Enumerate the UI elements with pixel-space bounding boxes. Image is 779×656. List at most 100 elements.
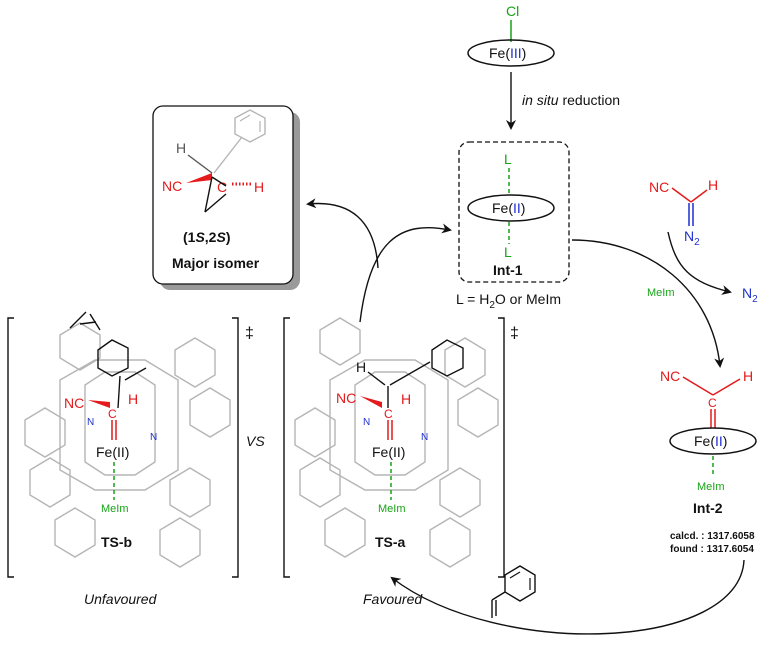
meim-label: MeIm — [647, 287, 675, 299]
phenyl-ring — [97, 339, 129, 377]
n2-release-arrow — [667, 231, 732, 295]
in-situ-text: in situ — [522, 92, 559, 108]
h-bond — [187, 154, 213, 174]
ts-a-note: Favoured — [363, 591, 423, 607]
aryl-ring — [299, 457, 341, 508]
bracket-right — [498, 317, 505, 578]
n-text: N — [742, 285, 752, 301]
bracket-left — [283, 317, 290, 578]
bracket-left — [7, 317, 14, 578]
ts-a-structure: ‡ H NC C H N N Fe(II) MeIm TS-a Favoured — [283, 317, 519, 607]
int-1-title: Int-1 — [493, 262, 523, 278]
fe-text: Fe( — [694, 433, 715, 449]
stereo-s2: S — [216, 229, 226, 245]
meim-label: MeIm — [101, 503, 129, 515]
h-bond — [367, 371, 386, 386]
porphyrin-ellipse — [467, 194, 555, 222]
bracket-right — [232, 317, 239, 578]
porphyrin-core — [84, 371, 156, 476]
fe-ii-label: Fe(II) — [96, 444, 129, 460]
chloride-label: Cl — [506, 3, 519, 19]
ring-bond — [204, 193, 227, 213]
phenyl-bond — [213, 136, 243, 174]
diazo-reagent: NC H N2 — [649, 177, 718, 248]
meim-label: MeIm — [697, 481, 725, 493]
fe-ii-label: Fe(II) — [492, 200, 525, 216]
nc-c-bond — [682, 376, 714, 396]
subscript-2: 2 — [489, 300, 495, 311]
ligand-def-a: L = H — [456, 291, 489, 307]
nc-wedge — [186, 173, 212, 183]
pyrrole-n: N — [363, 417, 370, 428]
ts-b-title: TS-b — [101, 534, 132, 550]
n2-label: N2 — [684, 228, 700, 248]
oxidation-state: II — [513, 200, 521, 216]
fe-iii-chloride-complex: Cl Fe(III) — [467, 3, 555, 67]
hydrogen-label-2: H — [254, 179, 264, 195]
reduction-label: in situ reduction — [522, 92, 620, 108]
c-aryl-bond — [389, 361, 431, 386]
aryl-ring — [169, 467, 211, 518]
c-h-bond — [690, 189, 708, 203]
porphyrin-skeleton — [59, 359, 179, 491]
stereo-close: ) — [226, 229, 231, 245]
subscript-2: 2 — [694, 237, 700, 248]
aryl-ring — [429, 517, 471, 568]
paren-close: ) — [522, 45, 527, 61]
nc-wedge — [360, 396, 382, 408]
porphyrin-ellipse — [669, 427, 757, 455]
hydrogen-label: H — [708, 177, 718, 193]
steric-clash-mark — [69, 311, 101, 331]
c-aryl-bond — [117, 375, 121, 409]
aryl-ring — [59, 322, 101, 371]
aryl-ring — [439, 467, 481, 518]
arrow-ts-to-product — [306, 198, 379, 269]
phenyl-ring — [431, 339, 464, 377]
ring-double-bond — [239, 114, 251, 122]
arrow-int2-to-ts — [390, 559, 745, 635]
ring-bond — [204, 176, 213, 213]
carbene-carbon: C — [708, 396, 717, 410]
oxidation-state: II — [715, 433, 723, 449]
aryl-ring — [54, 507, 96, 558]
aryl-ring — [319, 317, 361, 366]
aryl-ring — [189, 387, 231, 438]
arrow-ts-to-int1 — [359, 223, 452, 323]
ring-bond — [211, 176, 227, 187]
ligand-bottom: L — [504, 244, 512, 260]
mass-found: found : 1317.6054 — [670, 544, 754, 555]
ring-double-bond — [509, 571, 521, 579]
aryl-ring — [24, 407, 66, 458]
versus-label: VS — [246, 433, 265, 449]
major-isomer-caption: Major isomer — [172, 255, 260, 271]
nc-wedge — [88, 400, 110, 408]
nc-c-bond — [671, 187, 692, 203]
pyrrole-n: N — [150, 432, 157, 443]
ts-dagger: ‡ — [510, 325, 519, 342]
fe-text: Fe( — [489, 45, 510, 61]
n2-released-label: N2 — [742, 285, 758, 305]
ts-dagger: ‡ — [245, 325, 254, 342]
stereo-open: (1 — [183, 229, 196, 245]
paren-close: ) — [723, 433, 728, 449]
porphyrin-skeleton — [329, 359, 449, 491]
pyrrole-n: N — [421, 432, 428, 443]
hydrogen-top: H — [356, 359, 366, 375]
fe-iii-label: Fe(III) — [489, 45, 526, 61]
hydrogen-label: H — [176, 140, 186, 156]
aryl-ring — [294, 407, 336, 458]
aryl-ring — [444, 337, 486, 388]
nitrile-label: NC — [162, 178, 182, 194]
nitrile-label: NC — [64, 395, 84, 411]
porphyrin-ellipse — [467, 39, 555, 67]
int-2-title: Int-2 — [693, 500, 723, 516]
stereo-label: (1S,2S) — [183, 229, 231, 245]
styrene-structure — [491, 565, 536, 618]
ts-a-title: TS-a — [375, 534, 406, 550]
oxidation-state: III — [510, 45, 522, 61]
ts-b-structure: ‡ NC C H N N Fe(II) MeIm TS-b Unfavoured — [7, 311, 254, 607]
mass-calcd: calcd. : 1317.6058 — [670, 531, 755, 542]
hydrogen-label: H — [743, 368, 753, 384]
carbon-label: C — [217, 179, 227, 195]
